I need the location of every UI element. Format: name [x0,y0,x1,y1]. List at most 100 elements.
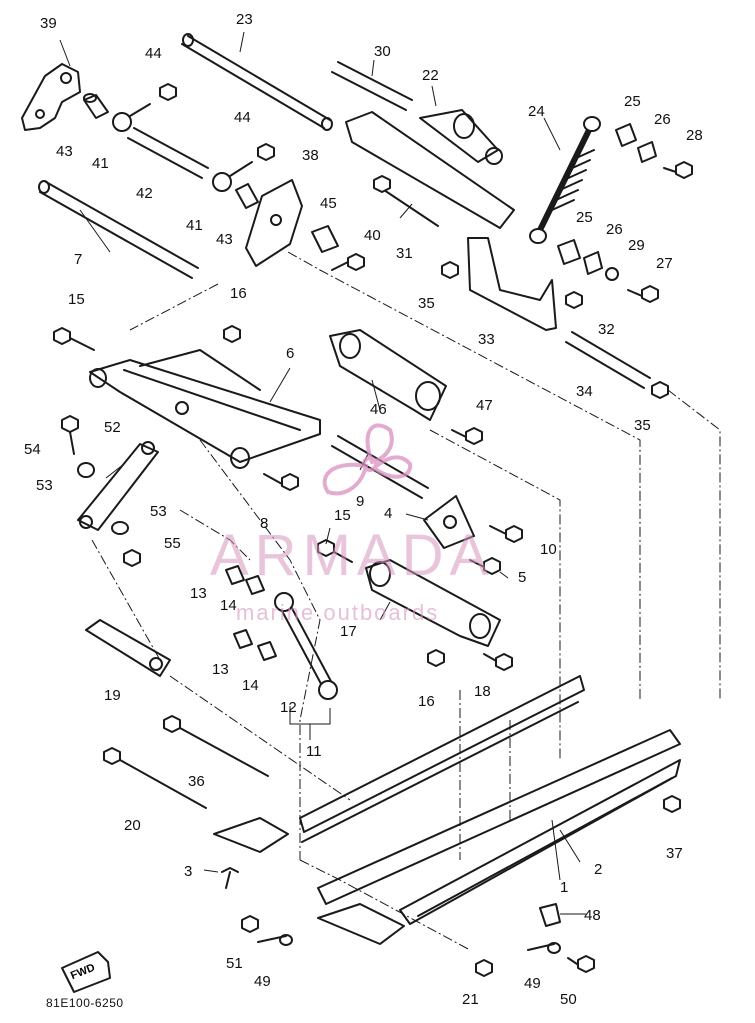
part-label: 53 [150,503,167,520]
part-label: 9 [356,493,365,510]
part-53-nut [77,462,95,478]
part-slider-front-b [317,903,405,945]
part-label: 35 [418,295,435,312]
part-52-link [77,441,159,531]
part-label: 51 [226,955,243,972]
part-55-nut [123,549,141,567]
part-2-rail-right [317,729,681,925]
part-label: 28 [686,127,703,144]
part-label: 7 [74,251,83,268]
part-48-clip [539,903,561,927]
part-12-shock [274,592,338,700]
part-24-shock [529,116,601,244]
part-13-bushing [225,565,245,585]
part-35-nut [441,261,459,279]
part-7-shaft [38,180,199,279]
label-leaders [59,31,586,915]
part-31-bolt [373,175,439,227]
part-label: 37 [666,845,683,862]
part-26-bushing [637,141,657,163]
part-label: 16 [418,693,435,710]
part-18-bolt [483,653,513,671]
part-label: 12 [280,699,297,716]
part-53-washer-b [111,521,129,535]
part-label: 44 [234,109,251,126]
part-29-washer [605,267,619,281]
part-45-collar [311,225,339,253]
part-51-nut [241,915,259,933]
part-label: 1 [560,879,569,896]
part-label: 6 [286,345,295,362]
watermark-brand: ARMADA [210,523,495,588]
propeller-icon [322,423,413,496]
part-label: 43 [56,143,73,160]
part-35-nut-b [651,381,669,399]
part-1-rail-left [299,675,585,843]
part-16-nut-b [427,649,445,667]
part-label: 2 [594,861,603,878]
part-22-arm [345,109,515,229]
part-20-bolt [103,747,207,809]
part-43-collar [83,93,109,119]
part-25-bushing [615,123,637,147]
part-label: 42 [136,185,153,202]
part-label: 41 [186,217,203,234]
part-54-bolt [61,415,79,455]
part-49-clip-b [527,942,561,954]
part-44-nut [159,83,177,101]
part-label: 46 [370,401,387,418]
part-label: 32 [598,321,615,338]
part-6-frame [89,349,321,469]
part-26-bushing-b [583,251,603,275]
part-label: 14 [220,597,237,614]
part-3-screw [221,867,239,889]
part-label: 25 [624,93,641,110]
part-37-nut [663,795,681,813]
part-16-nut [223,325,241,343]
part-41-collar [112,103,151,132]
part-4-block [423,495,475,549]
part-label: 27 [656,255,673,272]
part-label: 39 [40,15,57,32]
part-14-bushing-b [257,641,277,661]
part-label: 8 [260,515,269,532]
part-44-nut-b [257,143,275,161]
part-23-shaft [181,33,333,131]
part-label: 44 [145,45,162,62]
part-label: 17 [340,623,357,640]
part-label: 50 [560,991,577,1008]
watermark-logo [300,420,420,500]
part-38-plate [245,179,303,267]
part-49-clip [257,934,293,946]
part-label: 11 [306,743,322,760]
part-34-shaft [565,331,651,389]
part-15-bolt [53,327,95,351]
part-label: 43 [216,231,233,248]
part-42-shaft [127,127,209,179]
part-33-link [467,237,557,331]
part-label: 23 [236,11,253,28]
part-label: 47 [476,397,493,414]
part-label: 4 [384,505,393,522]
part-14-bushing [245,575,265,595]
part-label: 52 [104,419,121,436]
part-50-bolt [567,955,595,973]
part-8-bolt [263,473,299,491]
part-30-shaft [331,61,413,111]
part-label: 35 [634,417,651,434]
part-21-nut [475,959,493,977]
part-label: 36 [188,773,205,790]
part-41-collar-b [212,161,253,192]
part-label: 15 [334,507,351,524]
part-17-arm [365,559,501,647]
watermark-tagline: marine outboards [236,600,440,625]
part-3-slider-front [213,817,289,853]
part-40-bolt [331,253,365,271]
part-label: 40 [364,227,381,244]
assembly-lines [91,251,721,951]
part-47-bolt [451,427,483,445]
part-label: 18 [474,683,491,700]
fwd-arrow-icon [61,951,111,993]
part-label: 49 [524,975,541,992]
part-label: 22 [422,67,439,84]
